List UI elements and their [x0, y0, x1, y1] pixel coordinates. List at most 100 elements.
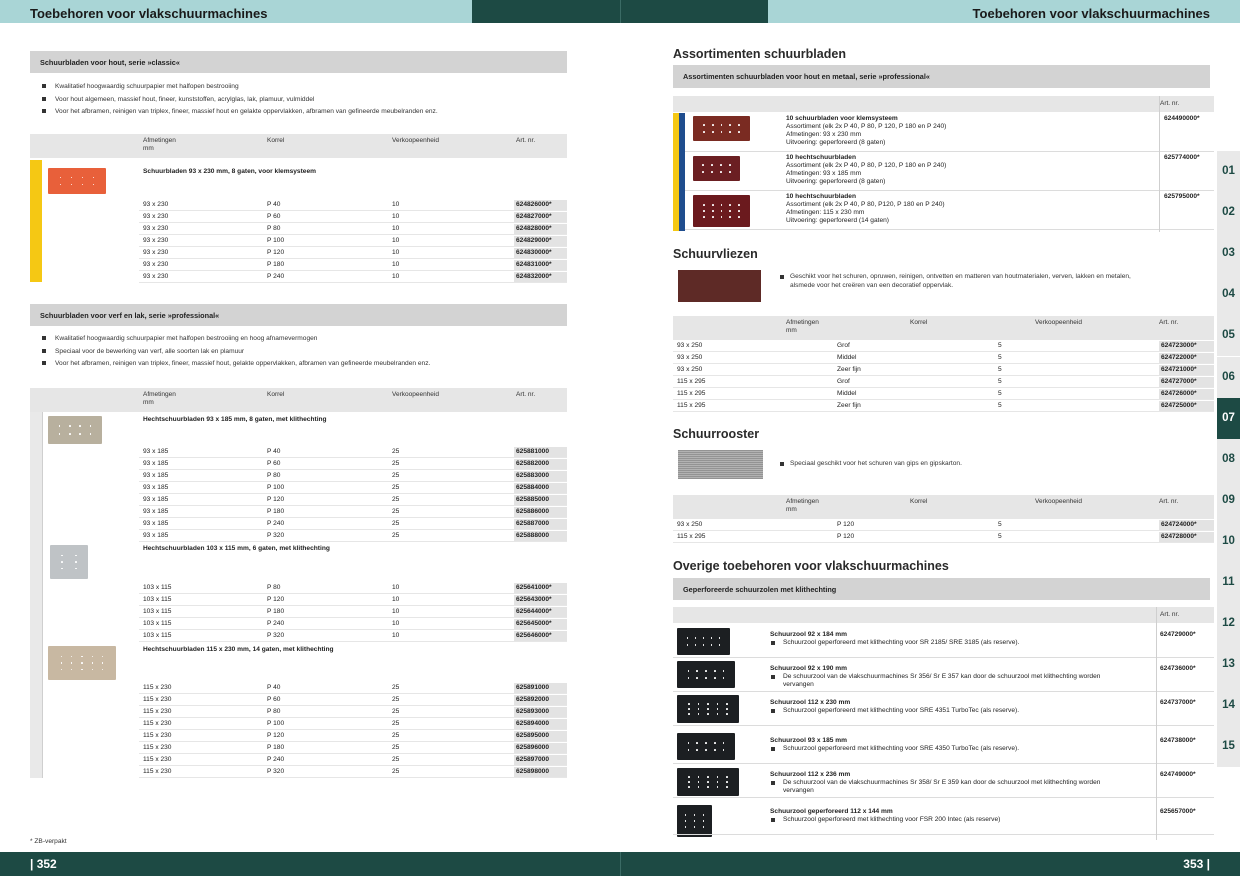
chapter-tab-12[interactable]: 12	[1217, 603, 1240, 645]
row-divider	[685, 190, 1214, 191]
chapter-tab-09[interactable]: 09	[1217, 479, 1240, 521]
assortment-line: Uitvoering: geperforeerd (8 gaten)	[786, 139, 886, 146]
table-header: Art. nr.	[673, 607, 1214, 623]
bullet-item: Kwalitatief hoogwaardig schuurpapier met…	[41, 81, 438, 94]
art-header: Art. nr.	[1159, 498, 1179, 505]
chapter-tab-03[interactable]: 03	[1217, 233, 1240, 275]
vlies-text-1: Geschikt voor het schuren, opruwen, rein…	[780, 273, 1131, 280]
chapter-tab-13[interactable]: 13	[1217, 644, 1240, 686]
dim-unit-header: mm	[143, 399, 154, 406]
schuurzool-thumb-holes	[684, 774, 731, 790]
assortment-thumb-holes	[700, 122, 743, 136]
chapter-tab-15[interactable]: 15	[1217, 726, 1240, 768]
schuurzool-line: Schuurzool geperforeerd met klithechting…	[770, 639, 1019, 647]
stripe-yellow	[673, 113, 679, 231]
grit-header: Korrel	[267, 137, 285, 144]
bullet-square	[771, 781, 775, 785]
unit-cell: 10	[392, 620, 400, 627]
unit-cell: 25	[392, 720, 400, 727]
schuurzool-line: De schuurzool van de vlakschuurmachines …	[770, 673, 1100, 681]
unit-cell: 5	[998, 354, 1002, 361]
chapter-tab-06[interactable]: 06	[1217, 356, 1240, 398]
schuurzool-title: Schuurzool 112 x 230 mm	[770, 699, 851, 706]
schuurzool-text: Schuurzool geperforeerd met klithechting…	[783, 639, 1020, 646]
dim-cell: 93 x 250	[677, 354, 703, 361]
assortment-title: 10 schuurbladen voor klemsysteem	[786, 115, 898, 122]
unit-header: Verkoopeenheid	[1035, 498, 1082, 505]
footer-bar: | 352 353 |	[0, 852, 1240, 876]
heading-schuurvliezen: Schuurvliezen	[673, 247, 758, 261]
art-cell: 625885000	[514, 495, 567, 505]
grit-cell: Zeer fijn	[837, 366, 861, 373]
bullet-square	[771, 709, 775, 713]
rooster-text: Speciaal geschikt voor het schuren van g…	[780, 460, 962, 467]
art-cell: 624827000*	[514, 212, 567, 222]
assortment-line: Assortiment (elk 2x P 40, P 80, P 120, P…	[786, 123, 947, 130]
unit-cell: 5	[998, 390, 1002, 397]
grit-cell: P 60	[267, 696, 281, 703]
art-cell: 625895000	[514, 731, 567, 741]
chapter-tab-07[interactable]: 07	[1217, 397, 1240, 439]
schuurzool-text: Schuurzool geperforeerd met klithechting…	[783, 816, 1001, 823]
chapter-tab-02[interactable]: 02	[1217, 192, 1240, 234]
schuurzool-art: 624738000*	[1160, 737, 1196, 744]
unit-cell: 10	[392, 249, 400, 256]
chapter-tab-05[interactable]: 05	[1217, 315, 1240, 357]
art-cell: 625896000	[514, 743, 567, 753]
row-divider	[673, 763, 1214, 764]
grit-cell: P 180	[267, 744, 285, 751]
chapter-tab-01[interactable]: 01	[1217, 151, 1240, 192]
schuurzool-thumb	[677, 805, 712, 837]
art-header: Art. nr.	[516, 137, 536, 144]
heading-assortimenten: Assortimenten schuurbladen	[673, 47, 846, 61]
chapter-tab-14[interactable]: 14	[1217, 685, 1240, 727]
schuurzool-line: Schuurzool geperforeerd met klithechting…	[770, 745, 1019, 753]
dim-cell: 115 x 230	[143, 696, 172, 703]
schuurzool-thumb-holes	[683, 634, 723, 649]
table-side-stripe-grey	[30, 412, 42, 778]
unit-cell: 10	[392, 608, 400, 615]
page-number-left: | 352	[30, 857, 57, 871]
row-divider	[673, 725, 1214, 726]
chapter-tab-04[interactable]: 04	[1217, 274, 1240, 316]
schuurzool-title: Schuurzool 92 x 190 mm	[770, 665, 847, 672]
assortment-art: 625774000*	[1164, 154, 1200, 161]
art-cell: 624726000*	[1159, 389, 1214, 399]
grit-cell: P 120	[837, 521, 855, 528]
product-title: Schuurbladen 93 x 230 mm, 8 gaten, voor …	[143, 168, 316, 175]
product-title: Hechtschuurbladen 115 x 230 mm, 14 gaten…	[143, 646, 334, 653]
grit-cell: P 120	[837, 533, 855, 540]
dim-cell: 93 x 185	[143, 496, 169, 503]
dim-cell: 93 x 250	[677, 366, 703, 373]
bullet-list-classic: Kwalitatief hoogwaardig schuurpapier met…	[41, 81, 438, 119]
page-divider-top	[620, 0, 621, 23]
dim-header: Afmetingen	[143, 137, 176, 144]
art-cell: 624828000*	[514, 224, 567, 234]
chapter-tab-11[interactable]: 11	[1217, 562, 1240, 603]
schuurzool-thumb	[677, 695, 739, 723]
product-thumb-holes	[55, 552, 84, 571]
schuurzool-title: Schuurzool 93 x 185 mm	[770, 737, 847, 744]
chapter-tab-08[interactable]: 08	[1217, 438, 1240, 480]
assortment-art: 625795000*	[1164, 193, 1200, 200]
grit-cell: P 100	[267, 484, 285, 491]
dim-cell: 93 x 230	[143, 261, 169, 268]
dim-cell: 93 x 185	[143, 448, 169, 455]
product-thumb	[48, 646, 116, 680]
schuurzool-title: Schuurzool 112 x 236 mm	[770, 771, 851, 778]
chapter-tab-10[interactable]: 10	[1217, 520, 1240, 562]
dim-cell: 93 x 185	[143, 508, 169, 515]
grit-cell: P 180	[267, 508, 285, 515]
